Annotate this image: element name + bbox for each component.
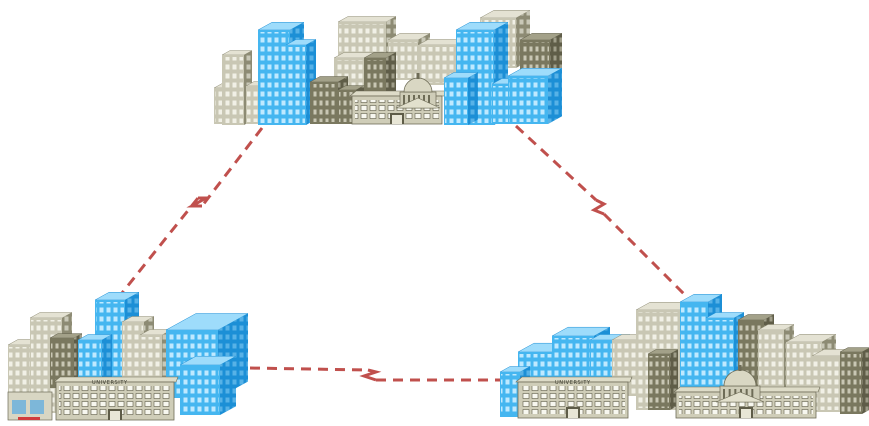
building-blue-large — [179, 355, 237, 415]
city-cluster-top — [213, 10, 563, 125]
building-blue-tower — [443, 72, 479, 125]
university-building — [515, 376, 633, 419]
university-sign-right: UNIVERSITY — [555, 380, 591, 386]
university-building — [53, 376, 179, 421]
building-dark — [839, 347, 869, 414]
civic-building — [673, 386, 821, 419]
wan-link-top-to-left — [116, 127, 264, 299]
campus-cluster-bottom-right — [499, 294, 869, 419]
wan-link-left-to-right — [249, 366, 504, 382]
building-dark — [647, 349, 679, 410]
university-sign-left: UNIVERSITY — [92, 380, 128, 386]
domed-building — [395, 73, 441, 109]
building-blue-tower — [507, 68, 563, 124]
storefront — [7, 391, 53, 421]
wan-link-top-to-right — [514, 124, 692, 302]
domed-building — [715, 365, 765, 403]
campus-cluster-bottom-left — [7, 292, 249, 421]
